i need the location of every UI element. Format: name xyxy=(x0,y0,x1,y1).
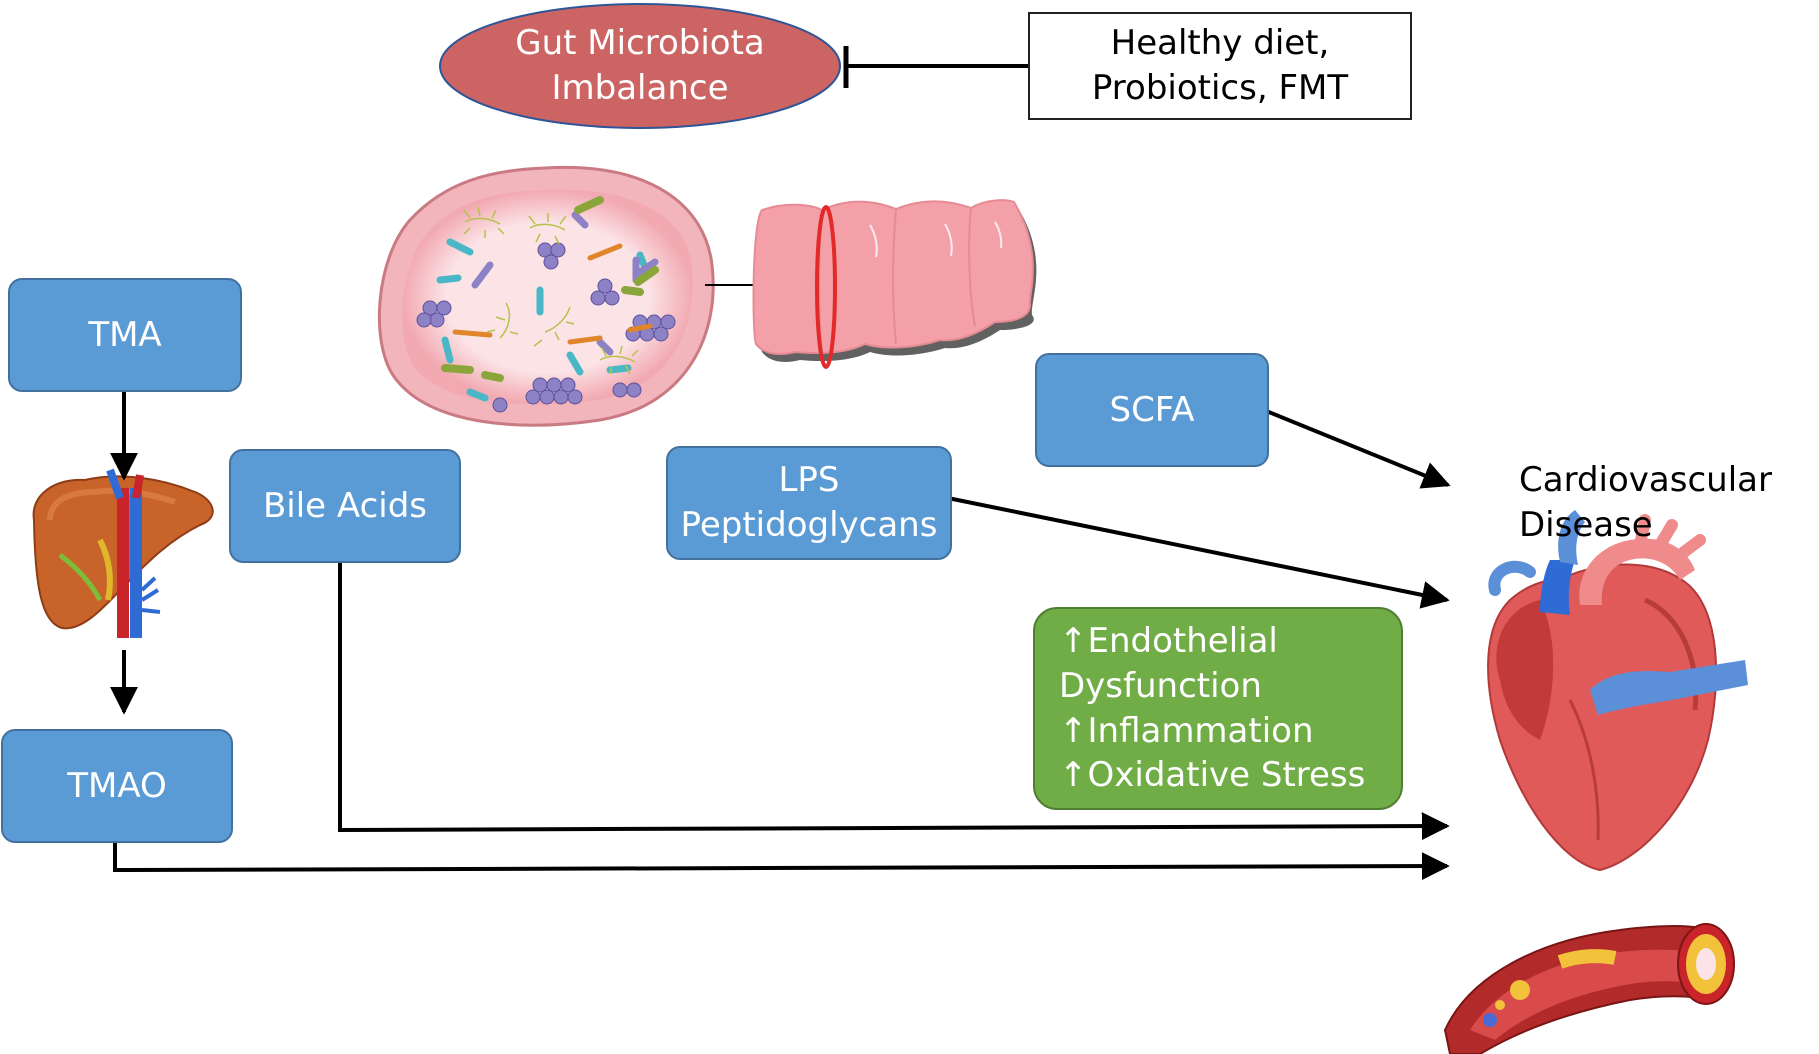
scfa-node: SCFA xyxy=(1035,353,1269,467)
cvd-label: Cardiovascular Disease xyxy=(1519,458,1809,548)
intervention-line-1: Healthy diet, xyxy=(1110,23,1330,64)
gut-imbalance-ellipse xyxy=(439,3,841,129)
intervention-box: Healthy diet, Probiotics, FMT xyxy=(1028,12,1412,120)
tmao-node: TMAO xyxy=(1,729,233,843)
bile-acids-label: Bile Acids xyxy=(262,485,428,526)
arrow-lps-cvd xyxy=(937,494,1450,609)
effects-box: ↑Endothelial Dysfunction ↑Inflammation ↑… xyxy=(1033,607,1403,810)
artery-plaque-icon xyxy=(1443,923,1735,1054)
cvd-line-1: Cardiovascular xyxy=(1519,460,1772,500)
tma-node: TMA xyxy=(8,278,242,392)
scfa-label: SCFA xyxy=(1109,389,1195,430)
lps-node: LPS Peptidoglycans xyxy=(666,446,952,560)
effects-line-4: ↑Oxidative Stress xyxy=(1059,755,1366,796)
lps-line-2: Peptidoglycans xyxy=(680,505,938,545)
gut-imbalance-label: Gut Microbiota Imbalance xyxy=(460,18,820,114)
intestine-icon xyxy=(752,199,1037,369)
intervention-line-2: Probiotics, FMT xyxy=(1091,68,1349,108)
bile-acids-node: Bile Acids xyxy=(229,449,461,563)
gut-imbalance-line-1: Gut Microbiota xyxy=(515,23,765,64)
effects-line-3: ↑Inflammation xyxy=(1059,710,1314,751)
heart-icon xyxy=(1487,510,1748,872)
lps-line-1: LPS xyxy=(778,460,840,501)
tma-label: TMA xyxy=(88,314,162,355)
arrow-scfa-cvd xyxy=(1253,404,1451,489)
cvd-line-2: Disease xyxy=(1519,504,1653,545)
arrow-bile-acids-cvd xyxy=(338,555,1450,841)
gut-cross-section-icon xyxy=(377,165,715,427)
liver-icon xyxy=(32,468,214,638)
effects-line-2: Dysfunction xyxy=(1059,665,1262,706)
gut-imbalance-line-2: Imbalance xyxy=(551,68,729,108)
effects-line-1: ↑Endothelial xyxy=(1059,620,1278,661)
tmao-label: TMAO xyxy=(67,765,167,806)
arrow-tmao-cvd xyxy=(113,830,1450,881)
